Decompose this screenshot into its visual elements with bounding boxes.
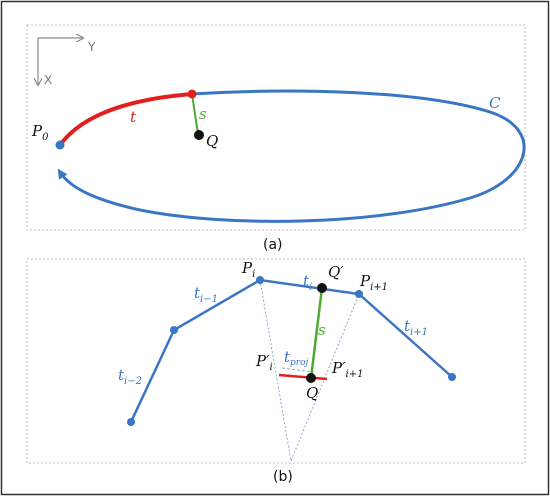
label-t: t — [130, 108, 137, 126]
label-p0: P0 — [31, 122, 49, 143]
label-s: s — [199, 105, 207, 123]
vertex-end — [448, 373, 456, 381]
panel-b-frame — [26, 258, 526, 464]
label-tip1: ti+1 — [404, 317, 428, 338]
point-foot — [187, 89, 197, 99]
label-pi1: Pi+1 — [359, 272, 388, 293]
vertex-i-minus-1 — [170, 326, 178, 334]
y-axis-label: Y — [87, 40, 96, 54]
caption-b: (b) — [273, 469, 293, 485]
label-qprime: Q′ — [328, 263, 344, 281]
point-qprime — [317, 283, 327, 293]
arc-t — [58, 92, 193, 147]
vertex-pi1 — [355, 290, 363, 298]
panel-a-frame — [26, 24, 526, 231]
vertex-pi — [256, 276, 264, 284]
label-q-b: Q — [306, 384, 318, 402]
panel-a: Y X P0 t s Q C (a) — [26, 24, 526, 253]
point-p0 — [55, 140, 65, 150]
label-q: Q — [206, 132, 218, 150]
projection-lines — [259, 279, 360, 463]
polyline-path — [129, 278, 453, 423]
point-q — [194, 130, 204, 140]
curve-c — [57, 89, 526, 223]
point-q-b — [306, 373, 316, 383]
projected-segment — [278, 373, 328, 381]
label-pi-prime: P′i — [255, 352, 273, 373]
label-tim2: ti−2 — [118, 366, 142, 387]
x-axis-label: X — [44, 73, 52, 87]
segment-s-b — [309, 287, 324, 379]
label-tim1: ti−1 — [194, 284, 218, 305]
label-pi: Pi — [241, 259, 255, 280]
panel-b: Pi ti Q′ Pi+1 ti−1 ti+1 ti−2 s P′i tproj… — [26, 258, 526, 485]
segment-s — [191, 93, 199, 135]
label-c: C — [489, 94, 501, 112]
label-ti: ti — [303, 272, 312, 293]
label-pi1-prime: P′i+1 — [331, 359, 363, 380]
vertex-i-minus-2 — [127, 418, 135, 426]
caption-a: (a) — [263, 237, 283, 253]
label-tproj: tproj — [284, 348, 309, 368]
label-s-b: s — [318, 321, 326, 339]
tproj-dash — [281, 367, 315, 373]
